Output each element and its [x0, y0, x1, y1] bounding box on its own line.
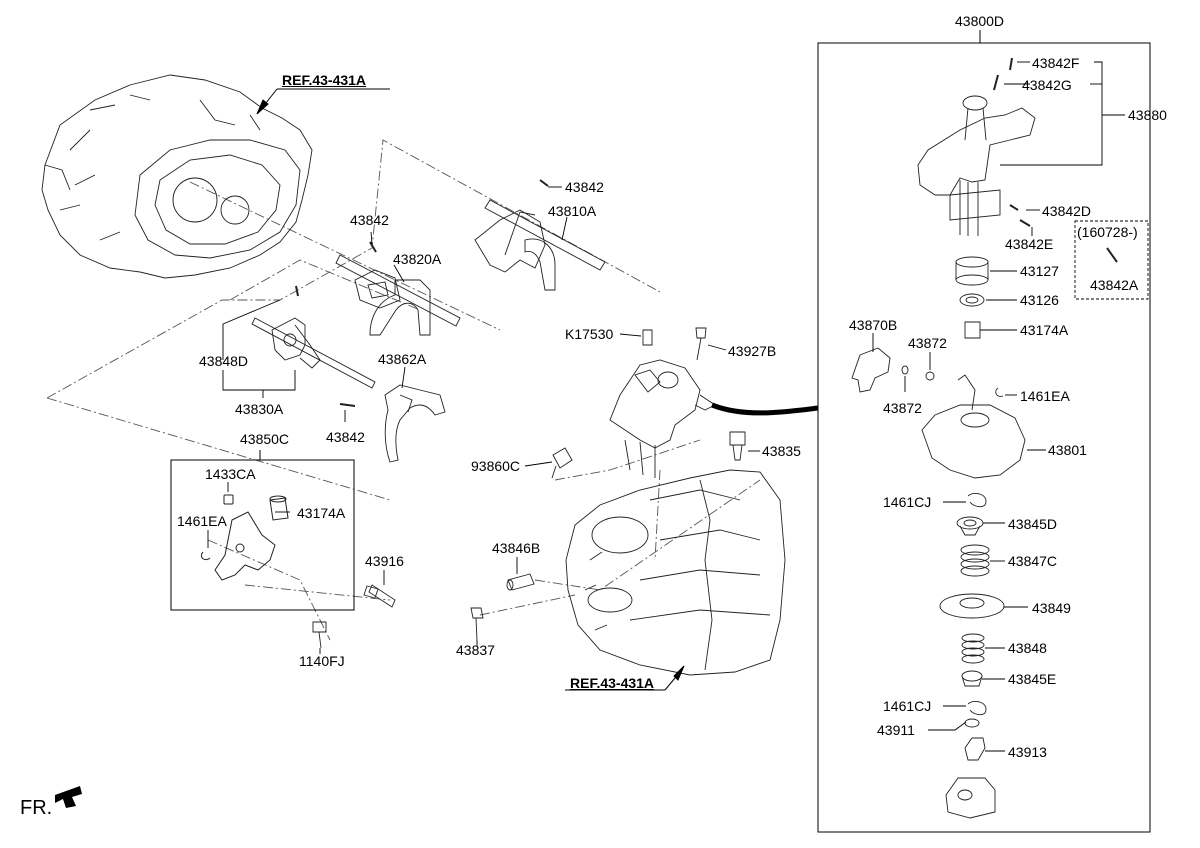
- label-93860C: 93860C: [471, 458, 521, 474]
- label-1461EA-right: 1461EA: [1020, 388, 1070, 404]
- ref-bottom-pointer: [565, 665, 685, 691]
- label-43842F: 43842F: [1032, 55, 1080, 71]
- ref-bottom[interactable]: REF.43-431A: [570, 675, 655, 691]
- label-43810A: 43810A: [548, 203, 597, 219]
- label-43830A: 43830A: [235, 401, 284, 417]
- label-1433CA: 1433CA: [205, 466, 256, 482]
- label-43848: 43848: [1008, 640, 1047, 656]
- label-43847C: 43847C: [1008, 553, 1058, 569]
- label-43842G: 43842G: [1022, 77, 1072, 93]
- label-43845E: 43845E: [1008, 671, 1057, 687]
- ref-top[interactable]: REF.43-431A: [282, 72, 367, 88]
- label-43820A: 43820A: [393, 251, 442, 267]
- label-43842-1: 43842: [565, 179, 604, 195]
- label-43127: 43127: [1020, 263, 1059, 279]
- selector-assembly-center: [551, 327, 746, 479]
- phantom-lines: [46, 139, 761, 641]
- label-43911: 43911: [877, 722, 915, 738]
- label-43801: 43801: [1048, 442, 1087, 458]
- shift-rail-43810A: [474, 179, 606, 291]
- label-43913: 43913: [1008, 744, 1047, 760]
- shift-rail-43830A: [251, 285, 376, 389]
- bolts-left: [312, 584, 396, 649]
- label-43174A-left: 43174A: [297, 505, 346, 521]
- ref-top-pointer: [256, 88, 390, 115]
- link-line: [711, 402, 819, 416]
- label-1140FJ: 1140FJ: [299, 653, 345, 669]
- front-label: FR.: [20, 797, 53, 819]
- label-43845D: 43845D: [1008, 516, 1058, 532]
- label-43842A: 43842A: [1090, 277, 1139, 293]
- label-43880: 43880: [1128, 107, 1167, 123]
- label-43870B: 43870B: [849, 317, 898, 333]
- label-43862A: 43862A: [378, 351, 427, 367]
- label-43800D: 43800D: [955, 13, 1005, 29]
- label-43848D: 43848D: [199, 353, 249, 369]
- label-43842D: 43842D: [1042, 203, 1092, 219]
- label-43842-2: 43842: [350, 212, 389, 228]
- label-160728: (160728-): [1077, 224, 1138, 240]
- right-assembly-parts: [851, 57, 1118, 819]
- label-43842E: 43842E: [1005, 236, 1054, 252]
- label-43837: 43837: [456, 642, 495, 658]
- transmission-case-top: [41, 74, 313, 279]
- front-arrow-icon: [55, 786, 82, 808]
- label-43916: 43916: [365, 553, 404, 569]
- label-43174A-right: 43174A: [1020, 322, 1069, 338]
- label-43126: 43126: [1020, 292, 1059, 308]
- label-1461EA-left: 1461EA: [177, 513, 227, 529]
- label-K17530: K17530: [565, 326, 614, 342]
- label-43927B: 43927B: [728, 343, 777, 359]
- label-43849: 43849: [1032, 600, 1071, 616]
- label-1461CJ-b: 1461CJ: [883, 698, 932, 714]
- label-1461CJ-a: 1461CJ: [883, 494, 932, 510]
- transmission-case-bottom: [565, 469, 786, 676]
- label-43842-3: 43842: [326, 429, 365, 445]
- label-43872-b: 43872: [883, 400, 922, 416]
- box-43800D: [817, 30, 1151, 833]
- label-43872-a: 43872: [908, 335, 947, 351]
- label-43835: 43835: [762, 443, 801, 459]
- plugs-lower: [470, 573, 535, 641]
- box-43850C: [170, 450, 355, 611]
- shift-fork-43862A: [339, 384, 446, 463]
- label-43850C: 43850C: [240, 431, 290, 447]
- shift-fork-43820A: [335, 241, 461, 336]
- label-43846B: 43846B: [492, 540, 541, 556]
- leader-lines: [207, 61, 1149, 752]
